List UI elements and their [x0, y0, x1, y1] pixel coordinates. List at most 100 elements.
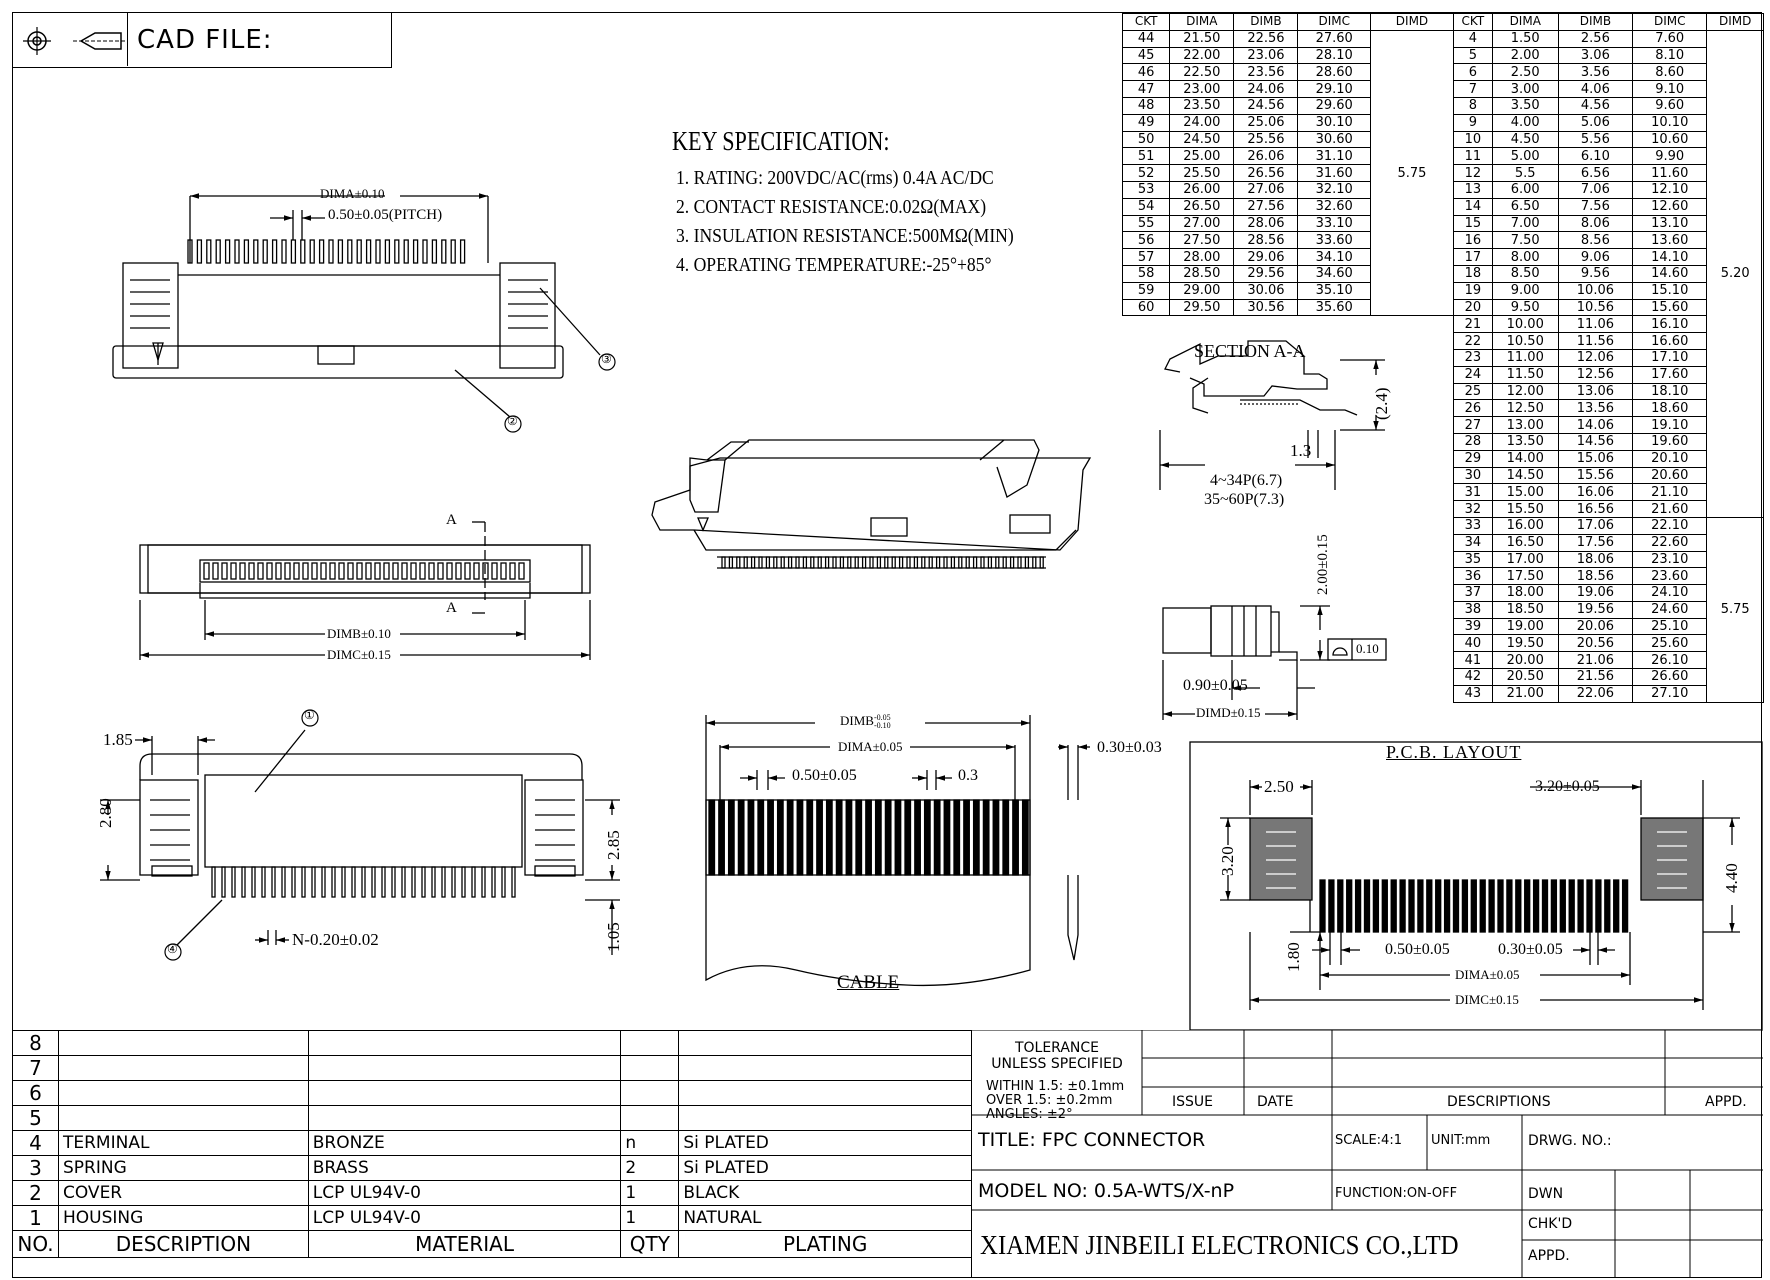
cable-conductor [943, 799, 951, 876]
cable-conductor [737, 799, 745, 876]
bom-cell: n [620, 1130, 680, 1156]
table-cell: 12.10 [1632, 180, 1708, 199]
cable-conductor [963, 799, 970, 876]
connector-pin [898, 556, 904, 569]
connector-pin [501, 866, 506, 898]
table-cell: 33 [1453, 516, 1493, 535]
cable-conductor [982, 799, 990, 876]
connector-pin [428, 562, 435, 580]
connector-pin [481, 866, 486, 898]
side-view [100, 729, 620, 955]
section-13: 1.3 [1290, 441, 1312, 460]
pcb-pad [1586, 879, 1593, 933]
bom-cell: 4 [12, 1130, 59, 1156]
connector-pin [381, 866, 386, 898]
bom-cell: LCP UL94V-0 [307, 1180, 622, 1206]
connector-pin [1017, 556, 1022, 569]
connector-pin [1032, 556, 1037, 569]
pcb-dima: DIMA±0.05 [1455, 967, 1520, 982]
cable-dima: DIMA±0.05 [838, 739, 903, 754]
connector-pin [187, 239, 193, 264]
table-cell: 27.56 [1233, 197, 1299, 216]
label-185: 1.85 [103, 730, 133, 749]
cable-conductor [796, 799, 804, 876]
bom-cell [307, 1030, 622, 1056]
connector-pin [421, 866, 426, 898]
connector-pin [935, 556, 941, 569]
section-title: SECTION A-A [1194, 341, 1306, 361]
connector-pin [234, 239, 240, 264]
table-cell: 19.60 [1632, 432, 1708, 451]
connector-pin [810, 556, 815, 569]
table-cell: 26.06 [1233, 147, 1299, 166]
cable-dimb-tol-top: -0.05 [873, 713, 891, 723]
bom-cell: 1 [620, 1205, 680, 1231]
table-cell: 2.50 [1491, 63, 1559, 82]
label-pitch: 0.50±0.05(PITCH) [328, 207, 443, 223]
cable-conductor [865, 799, 872, 876]
table-cell: 20.60 [1632, 466, 1708, 485]
table-cell: 24.50 [1169, 130, 1235, 149]
table-cell: 4.56 [1557, 96, 1634, 115]
connector-pin [231, 866, 236, 898]
connector-pin [266, 562, 273, 580]
bom-cell: NO. [12, 1230, 59, 1258]
cable-conductor [845, 799, 853, 876]
connector-pin [401, 562, 408, 580]
callout-1: ① [304, 708, 315, 722]
table-cell: 11.00 [1491, 348, 1559, 367]
table-cell: 19.00 [1491, 617, 1559, 636]
bom-cell [57, 1055, 309, 1081]
chkd-text: CHK'D [1528, 1216, 1573, 1232]
technical-drawing [100, 193, 1763, 1030]
connector-pin [876, 556, 882, 569]
connector-pin [736, 556, 741, 569]
connector-pin [921, 556, 926, 569]
table-cell: 23.60 [1632, 567, 1708, 586]
tolerance-line1: TOLERANCE [1014, 1040, 1100, 1056]
connector-pin [431, 239, 438, 264]
connector-pin [196, 239, 203, 264]
cable-view-pins [708, 799, 1029, 876]
connector-pin [441, 866, 446, 898]
connector-pin [928, 556, 933, 569]
pcb-title: P.C.B. LAYOUT [1386, 742, 1522, 762]
bom-cell [57, 1080, 309, 1106]
tolerance-over: OVER 1.5: ±0.2mm [986, 1093, 1113, 1108]
table-cell: 11.60 [1632, 164, 1708, 182]
label-285: 2.85 [604, 830, 623, 860]
table-cell: 45 [1121, 46, 1171, 65]
connector-pin [839, 556, 845, 569]
cable-conductor [992, 799, 1000, 876]
bom-cell [620, 1105, 680, 1131]
connector-pin [847, 556, 852, 569]
connector-pin [341, 866, 346, 898]
bom-cell: 6 [12, 1080, 59, 1106]
connector-pin [451, 866, 456, 898]
table-cell: 13.06 [1557, 382, 1634, 401]
table-cell: 17.56 [1557, 533, 1634, 552]
bom-cell: NATURAL [678, 1205, 972, 1231]
connector-pin [943, 556, 948, 569]
connector-pin [329, 562, 336, 580]
bom-row: 5 [12, 1105, 972, 1131]
callout-3: ③ [601, 352, 612, 366]
connector-pin [212, 562, 219, 580]
connector-pin [437, 562, 444, 580]
table-cell: 22.56 [1233, 29, 1299, 48]
connector-pin [995, 556, 1000, 569]
table-cell: 30.10 [1297, 113, 1371, 132]
connector-pin [795, 556, 800, 569]
table-cell: 40 [1453, 634, 1493, 653]
connector-pin [410, 562, 417, 580]
table-cell: 18.60 [1632, 399, 1708, 418]
